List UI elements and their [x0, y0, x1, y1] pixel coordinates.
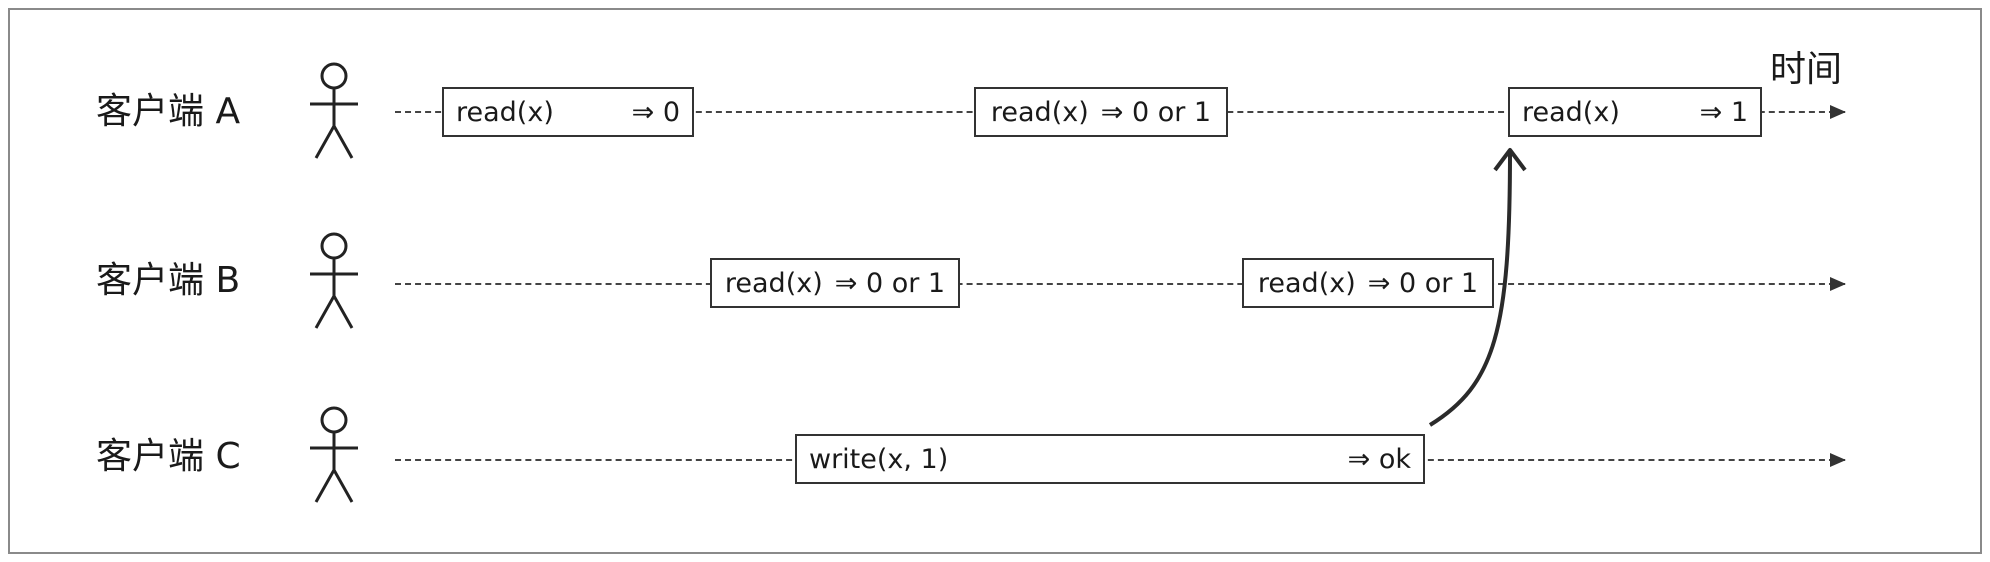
client-c-op-1: write(x, 1) ⇒ ok	[795, 434, 1425, 484]
op-name: read(x)	[456, 96, 554, 128]
client-c-person-icon	[310, 406, 358, 503]
client-a-label: 客户端 A	[96, 91, 241, 132]
client-b-timeline	[395, 283, 1845, 285]
client-a-op-3: read(x) ⇒ 1	[1508, 87, 1762, 137]
client-b-op-2: read(x) ⇒ 0 or 1	[1242, 258, 1494, 308]
op-result: ⇒ 0 or 1	[834, 267, 946, 299]
op-result: ⇒ 0 or 1	[1100, 96, 1212, 128]
client-b-label: 客户端 B	[96, 260, 241, 301]
client-c-timeline-arrowhead	[1830, 453, 1846, 467]
client-b-op-1: read(x) ⇒ 0 or 1	[710, 258, 960, 308]
op-name: read(x)	[724, 267, 823, 299]
client-a-op-1: read(x) ⇒ 0	[442, 87, 694, 137]
client-a-timeline-arrowhead	[1830, 105, 1846, 119]
op-result: ⇒ 0	[631, 96, 680, 128]
client-c-label: 客户端 C	[96, 436, 241, 477]
client-a-op-2: read(x) ⇒ 0 or 1	[974, 87, 1228, 137]
op-result: ⇒ ok	[1347, 443, 1411, 475]
client-a-person-icon	[310, 62, 358, 159]
op-result: ⇒ 1	[1699, 96, 1748, 128]
client-b-timeline-arrowhead	[1830, 277, 1846, 291]
time-axis-label: 时间	[1770, 49, 1843, 90]
op-name: write(x, 1)	[809, 443, 949, 475]
client-b-person-icon	[310, 232, 358, 329]
op-name: read(x)	[1257, 267, 1356, 299]
op-name: read(x)	[990, 96, 1089, 128]
op-result: ⇒ 0 or 1	[1367, 267, 1479, 299]
op-name: read(x)	[1522, 96, 1620, 128]
